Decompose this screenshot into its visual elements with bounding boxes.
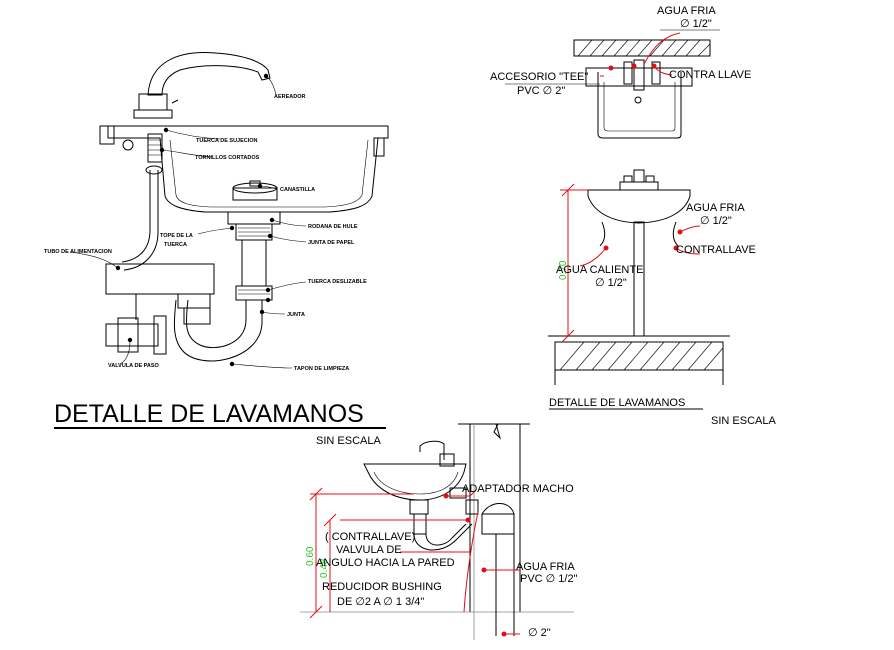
main-title: DETALLE DE LAVAMANOS <box>54 400 364 428</box>
main-detail: AEREADOR TUERCA DE SUJECION TORNILLOS CO… <box>44 52 389 429</box>
side-scale: SIN ESCALA <box>316 435 381 447</box>
front-title: DETALLE DE LAVAMANOS <box>549 397 685 409</box>
main-leaders <box>69 73 307 369</box>
side-reducidor-2: DE ∅2 A ∅ 1 3/4" <box>337 596 424 608</box>
front-scale: SIN ESCALA <box>711 415 776 427</box>
side-basin <box>363 463 467 501</box>
side-valvula-1: VALVULA DE <box>336 544 402 556</box>
label-junta: JUNTA <box>287 312 305 318</box>
side-dim-a: 0.60 <box>305 546 316 566</box>
side-faucet <box>419 440 445 460</box>
side-pvc: PVC ∅ 1/2" <box>520 573 578 585</box>
side-diam2: ∅ 2" <box>528 627 551 639</box>
label-tubo-alimentacion: TUBO DE ALIMENTACION <box>44 249 112 255</box>
label-tope: TOPE DE LA <box>160 233 193 239</box>
label-aireador: AEREADOR <box>274 94 306 100</box>
label-rodana: RODANA DE HULE <box>308 224 358 230</box>
front-agua-caliente: AGUA CALIENTE <box>556 264 643 276</box>
top-agua-fria: AGUA FRIA <box>657 5 716 17</box>
basin-outline <box>107 125 389 213</box>
label-junta-papel: JUNTA DE PAPEL <box>308 240 355 246</box>
label-tornillos: TORNILLOS CORTADOS <box>195 155 260 161</box>
top-view: AGUA FRIA ∅ 1/2" ACCESORIO "TEE" PVC ∅ 2… <box>490 5 751 139</box>
label-tuerca-sujecion: TUERCA DE SUJECION <box>196 138 258 144</box>
label-canastilla: CANASTILLA <box>280 187 315 193</box>
p-trap <box>173 299 263 362</box>
front-agua-fria: AGUA FRIA <box>686 202 745 214</box>
front-view: 0.70 AGUA FRIA ∅ 1/2" CONTRALLAVE AGUA C… <box>548 169 776 427</box>
top-accesorio: ACCESORIO "TEE" <box>490 71 588 83</box>
side-dim-b: 0.48 <box>319 558 330 578</box>
front-agua-fria-size: ∅ 1/2" <box>700 215 732 227</box>
front-dim-height: 0.70 <box>558 260 569 280</box>
label-tuerca: TUERCA <box>164 242 187 248</box>
label-tapon-limpieza: TAPON DE LIMPIEZA <box>294 366 349 372</box>
side-contrallave: ( CONTRALLAVE) <box>325 531 415 543</box>
front-contrallave: CONTRALLAVE <box>676 244 756 256</box>
top-pvc: PVC ∅ 2" <box>517 85 565 97</box>
faucet-base <box>138 93 168 111</box>
basin-top-outline <box>597 72 682 139</box>
faucet-spout <box>147 52 271 96</box>
side-valvula-2: ANGULO HACIA LA PARED <box>316 557 455 569</box>
side-view: 0.60 0.48 SIN ESCALA ADAPTADOR MACHO ( C… <box>300 423 578 640</box>
shutoff-valve <box>105 323 159 347</box>
pedestal <box>633 221 645 337</box>
basin-front <box>587 189 691 224</box>
top-agua-fria-size: ∅ 1/2" <box>680 18 712 30</box>
label-valvula-paso: VALVULA DE PASO <box>108 363 160 369</box>
top-contra-llave: CONTRA LLAVE <box>669 69 751 81</box>
side-agua-fria: AGUA FRIA <box>516 561 575 573</box>
side-reducidor-1: REDUCIDOR BUSHING <box>322 581 442 593</box>
label-tuerca-deslizable: TUERCA DESLIZABLE <box>308 279 367 285</box>
side-adaptador: ADAPTADOR MACHO <box>462 483 574 495</box>
front-agua-caliente-size: ∅ 1/2" <box>595 277 627 289</box>
supply-tube <box>121 170 159 271</box>
